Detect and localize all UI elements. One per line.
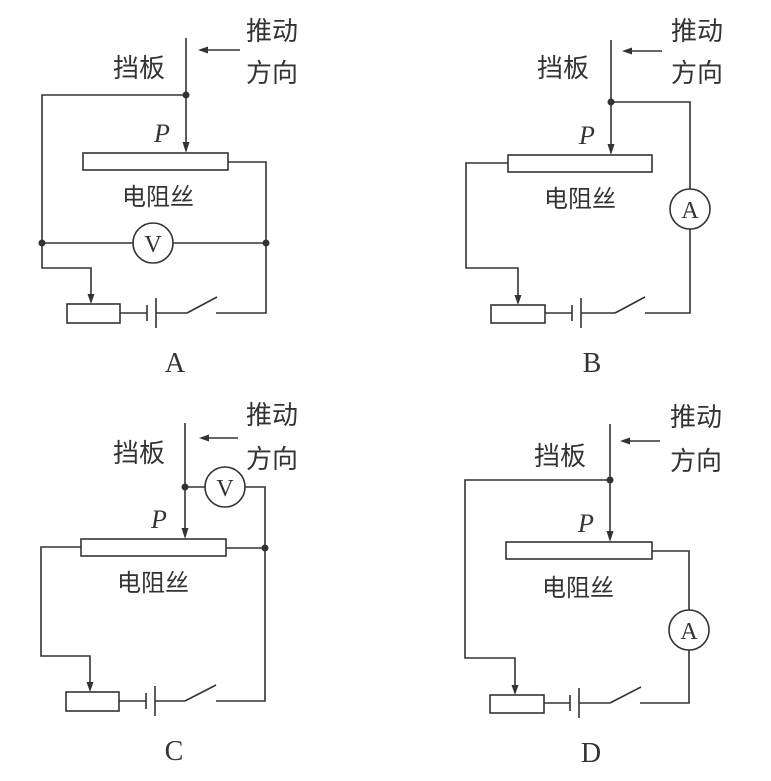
slider-label-p: P [150, 505, 167, 534]
ammeter-icon [668, 609, 710, 651]
wire-left [41, 94, 186, 296]
panel-a: 推动 方向 挡板 P 电阻丝 V A [38, 17, 298, 379]
wire-right-top [652, 550, 690, 610]
panel-d: 推动 方向 挡板 P 电阻丝 A D [464, 403, 722, 769]
push-arrow-head-icon [620, 437, 630, 445]
resistance-wire-label: 电阻丝 [542, 574, 614, 602]
resistance-wire [505, 541, 653, 560]
resistance-wire [80, 538, 227, 557]
baffle-label: 挡板 [534, 442, 586, 472]
slider-label-p: P [578, 121, 595, 150]
push-direction-label-line2: 方向 [671, 59, 723, 89]
wire-right-bottom [645, 229, 691, 314]
baffle-label: 挡板 [537, 54, 589, 84]
voltmeter-icon [132, 222, 174, 264]
option-label-d: D [581, 738, 601, 769]
junction-dot [262, 239, 270, 247]
push-direction-label-line2: 方向 [246, 445, 298, 475]
switch-open-icon [614, 296, 646, 314]
rheostat-arrow-icon [87, 294, 95, 304]
push-arrow-head-icon [198, 46, 208, 54]
rheostat [489, 694, 545, 714]
ammeter-label: A [680, 619, 698, 645]
resistance-wire-label: 电阻丝 [544, 185, 616, 213]
rheostat-arrow-icon [511, 685, 519, 695]
wire-right [216, 486, 266, 702]
slider-arrow-icon [182, 142, 190, 153]
push-direction-label-line2: 方向 [670, 447, 722, 477]
push-direction-label-line1: 推动 [671, 17, 723, 47]
push-direction-label-line1: 推动 [246, 17, 298, 47]
wire-right [216, 161, 267, 314]
slider-arrow-icon [606, 531, 614, 542]
junction-dot [38, 239, 46, 247]
rheostat-arrow-icon [514, 295, 522, 305]
wire-left [465, 162, 519, 297]
resistance-wire [507, 154, 653, 173]
resistance-wire-label: 电阻丝 [117, 569, 189, 597]
wire-left [464, 479, 610, 687]
voltmeter-label: V [144, 232, 162, 258]
push-arrow-head-icon [622, 47, 632, 55]
wire-right-top [611, 101, 691, 189]
rheostat [490, 304, 546, 324]
rheostat [66, 303, 121, 324]
push-direction-label-line2: 方向 [246, 59, 298, 89]
slider-label-p: P [153, 119, 170, 148]
wire-left [40, 546, 91, 684]
resistance-wire [82, 152, 229, 171]
rheostat [65, 691, 120, 712]
option-label-b: B [583, 348, 602, 379]
ammeter-icon [669, 188, 711, 230]
switch-open-icon [186, 296, 218, 314]
baffle-label: 挡板 [113, 54, 165, 84]
rheostat-arrow-icon [86, 682, 94, 692]
junction-dot [261, 544, 269, 552]
switch-open-icon [609, 686, 642, 704]
option-label-a: A [165, 348, 186, 379]
slider-arrow-icon [181, 528, 189, 539]
option-label-c: C [165, 736, 184, 767]
ammeter-label: A [681, 198, 699, 224]
voltmeter-label: V [216, 476, 234, 502]
slider-arrow-icon [607, 144, 615, 155]
push-direction-label-line1: 推动 [246, 401, 298, 431]
panel-b: 推动 方向 挡板 P 电阻丝 A B [465, 17, 723, 379]
baffle-label: 挡板 [113, 439, 165, 469]
wire-right-bottom [640, 650, 690, 704]
push-direction-label-line1: 推动 [670, 403, 722, 433]
resistance-wire-label: 电阻丝 [122, 183, 194, 211]
switch-open-icon [184, 684, 217, 702]
slider-label-p: P [577, 509, 594, 538]
panel-c: 推动 方向 挡板 P 电阻丝 V C [40, 401, 298, 767]
push-arrow-head-icon [199, 434, 209, 442]
